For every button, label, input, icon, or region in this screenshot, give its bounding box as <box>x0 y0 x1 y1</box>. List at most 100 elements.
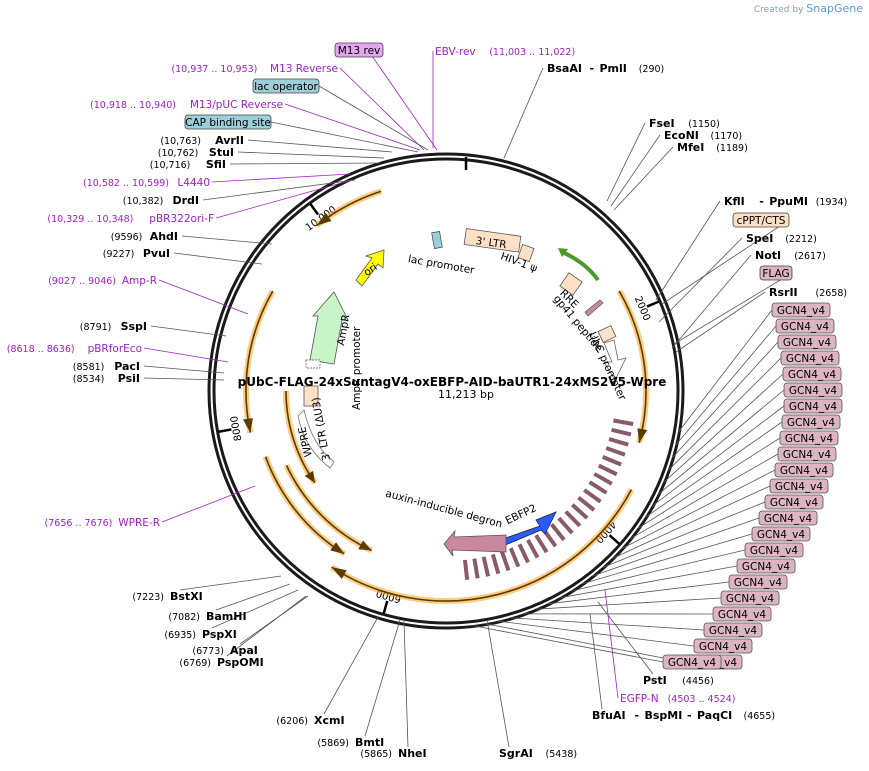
site-dash: - <box>687 709 692 722</box>
leader-line <box>211 173 351 183</box>
gcn4-text: GCN4_v4 <box>750 545 798 557</box>
leader-line <box>229 162 381 165</box>
lac-operator-label: lac operator <box>254 81 318 93</box>
gcn4-box <box>728 574 788 590</box>
plasmid-length: 11,213 bp <box>438 388 494 401</box>
primer-name: pBR322ori-F <box>149 213 214 225</box>
leader-line <box>637 437 781 529</box>
leader-line <box>226 595 307 657</box>
gcn4-mark <box>500 550 511 572</box>
gcn4-mark <box>613 418 634 426</box>
backbone-outer-ring <box>207 152 685 630</box>
site-bstxi: BstXI(7223) <box>132 590 202 603</box>
site-name: PacI <box>114 360 140 373</box>
gcn4-label: GCN4_v4 <box>771 302 831 318</box>
ltr3-delta-feature <box>303 385 319 407</box>
leader-line <box>179 575 282 591</box>
gcn4-text: GCN4_v4 <box>734 577 782 589</box>
site-name: PsiI <box>118 372 140 385</box>
site-name: SpeI <box>746 232 773 245</box>
site-nhei: NheI(5865) <box>360 747 426 760</box>
gcn4-label: GCN4_v4 <box>783 398 843 414</box>
lac-promoter-label: lac promoter <box>407 253 476 277</box>
gcn4-text: GCN4_v4 <box>783 337 831 349</box>
gcn4-box <box>783 398 843 414</box>
gcn4-box <box>764 494 824 510</box>
gcn4-mark <box>508 547 521 568</box>
leader-line <box>645 421 783 518</box>
site-position: (8534) <box>73 374 105 385</box>
leader-line <box>672 341 779 458</box>
primer-position: (4503 .. 4524) <box>668 694 736 705</box>
leader-line <box>270 121 419 153</box>
site-position: (9227) <box>103 249 135 260</box>
leader-line <box>589 613 603 710</box>
gcn4-text: GCN4_v4 <box>777 305 825 317</box>
gcn4-text: GCN4_v4 <box>709 625 757 637</box>
site-name: PspXI <box>202 628 237 641</box>
leader-line <box>472 625 664 663</box>
gcn4-box <box>720 590 780 606</box>
primer-amp-r: Amp-R(9027 .. 9046) <box>48 275 157 287</box>
ubc-promoter-arrow <box>603 339 627 381</box>
gcn4-label: GCN4_v4 <box>777 446 837 462</box>
leader-line <box>215 583 291 611</box>
lac-operator-mark <box>431 231 443 249</box>
leader-line <box>606 122 646 202</box>
gcn4-repeat-marks <box>462 418 634 581</box>
gcn4-box <box>758 510 818 526</box>
gcn4-label: GCN4_v4 <box>783 382 843 398</box>
site-position: (10,382) <box>123 196 164 207</box>
leader-line <box>211 589 299 629</box>
green-arrow-head <box>558 248 568 257</box>
site-name: PvuI <box>143 247 170 260</box>
site-name: NheI <box>398 747 427 760</box>
gcn4-mark <box>593 472 613 486</box>
site-avrii: AvrII (10,763) <box>160 134 244 147</box>
gcn4-mark <box>490 553 501 575</box>
ubc-region-arc <box>618 290 647 443</box>
site-name: SspI <box>121 320 147 333</box>
site-pspxi: PspXI(6935) <box>164 628 236 641</box>
degron-arrow <box>443 529 507 557</box>
gcn4-text: GCN4_v4 <box>780 465 828 477</box>
site-sspi: SspI (8791) <box>80 320 147 333</box>
tick-mark <box>309 203 320 216</box>
primer-name: EBV-rev <box>435 46 476 58</box>
site-position: (4655) <box>744 711 776 722</box>
gcn4-text: GCN4_v4 <box>781 321 829 333</box>
gcn4-label: GCN4_v4 <box>764 494 824 510</box>
site-name: AvrII <box>215 134 244 147</box>
site-name-extra: BspMI <box>645 709 683 722</box>
gcn4-box <box>781 414 841 430</box>
site-bfuai: BfuAI-BspMI-PaqCI(4655) <box>592 709 775 722</box>
leader-line <box>143 365 225 374</box>
lac-operator-box <box>252 78 320 94</box>
leader-line <box>613 146 674 211</box>
site-position: (10,763) <box>160 136 201 147</box>
leader-line <box>284 103 421 151</box>
gcn4-box <box>782 366 842 382</box>
gcn4-mark <box>577 495 596 512</box>
leader-line <box>339 67 425 151</box>
leader-line <box>364 619 401 737</box>
site-position: (7082) <box>168 612 200 623</box>
site-position: (6206) <box>276 716 308 727</box>
site-position: (8791) <box>80 322 112 333</box>
ltr3-label: 3' LTR <box>475 235 507 251</box>
snapgene-logo: SnapGene <box>806 2 863 15</box>
gcn4-box <box>779 430 839 446</box>
gcn4-label: GCN4_v4 <box>720 590 780 606</box>
degron-label: auxin-inducible degron <box>384 488 504 531</box>
leader-line <box>678 309 773 433</box>
gcn4-text: GCN4_v4 <box>668 657 716 669</box>
gcn4-label: GCN4_v4 <box>774 462 834 478</box>
site-name: AhdI <box>150 230 178 243</box>
cap-binding-site-label: CAP binding site <box>185 117 271 129</box>
cap-binding-site-box <box>184 114 272 130</box>
cppt-inner-mark <box>597 325 617 343</box>
gcn4-box <box>777 446 837 462</box>
leader-line <box>158 279 249 315</box>
